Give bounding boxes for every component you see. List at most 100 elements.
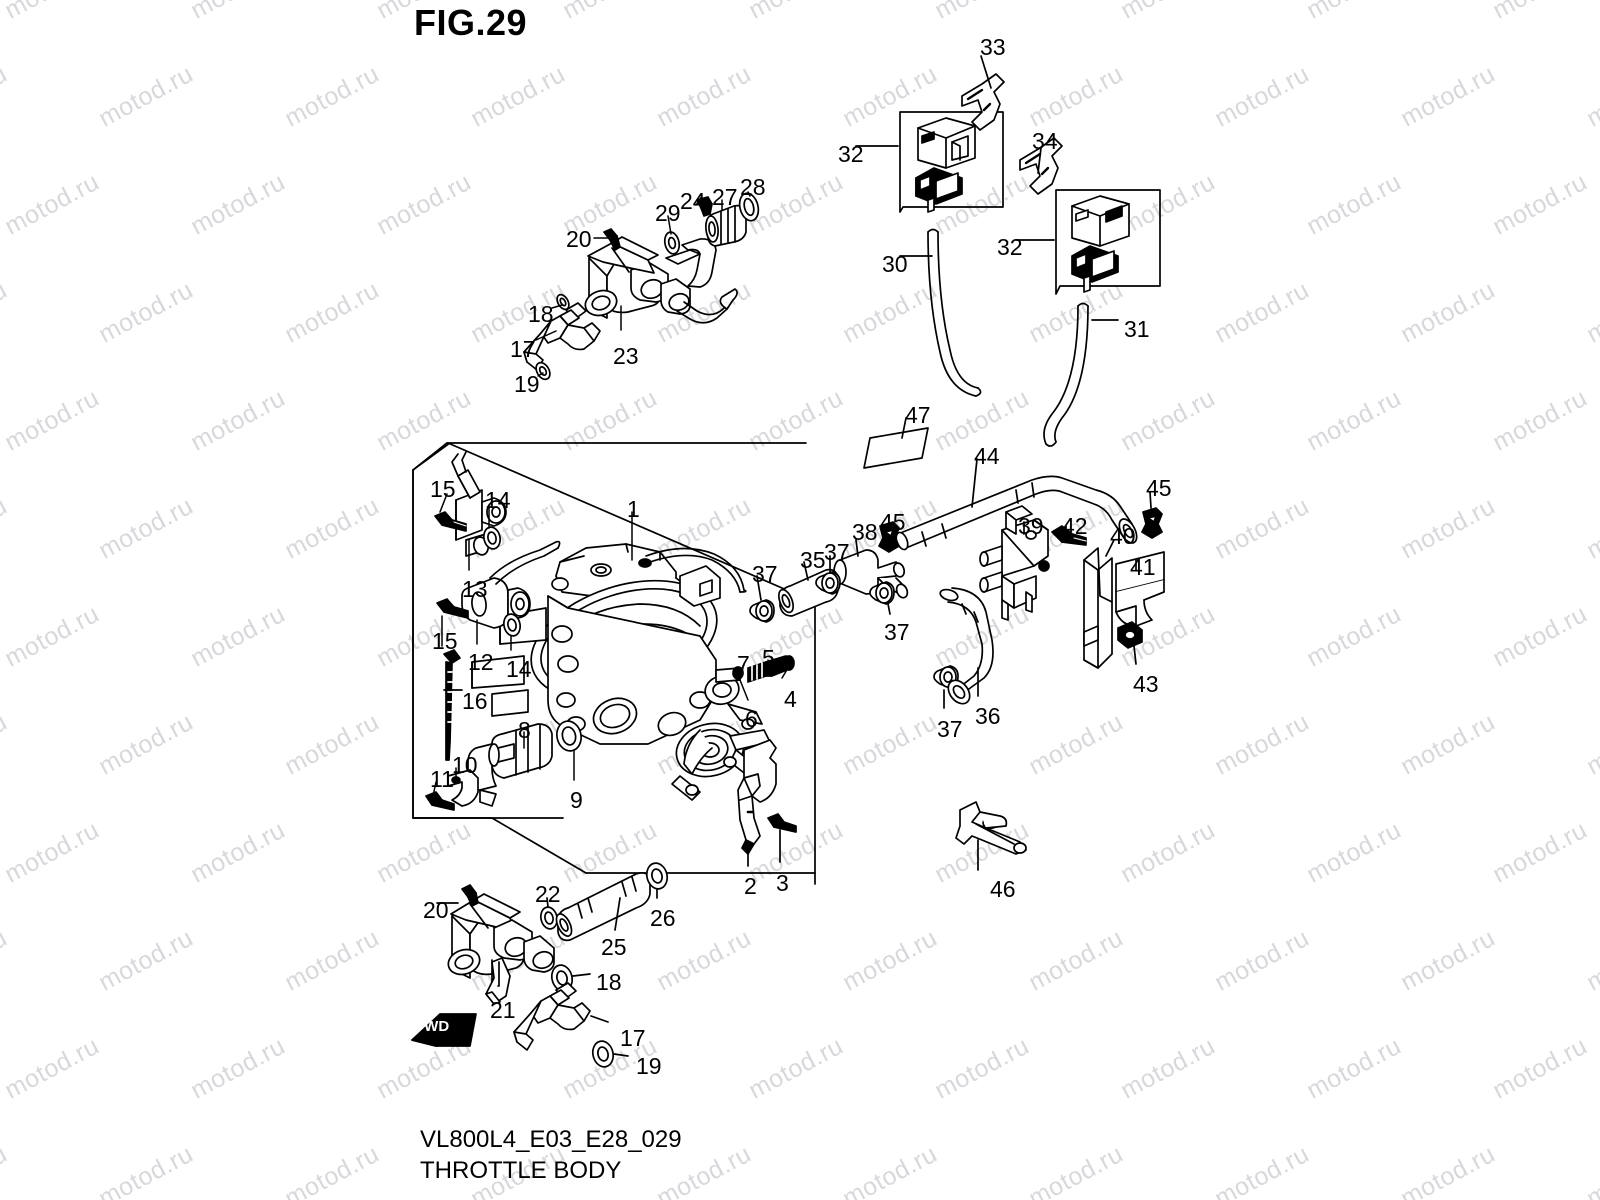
leader-6	[739, 679, 749, 701]
leader-18	[551, 304, 563, 309]
leader-11	[432, 781, 437, 797]
leader-44	[971, 458, 978, 508]
leader-17	[535, 330, 557, 341]
callout-number-40-26: 40	[1110, 523, 1136, 549]
callout-number-14-38: 14	[506, 656, 532, 682]
callout-part-9	[556, 720, 582, 752]
callout-number-35-21: 35	[800, 547, 826, 573]
callout-part-25	[555, 872, 651, 942]
callout-number-42-25: 42	[1062, 513, 1088, 539]
leader-7	[740, 664, 745, 671]
callout-part-40	[1083, 539, 1115, 669]
callout-number-47-15: 47	[905, 402, 931, 428]
leader-4	[781, 667, 789, 679]
callout-number-39-24: 39	[1018, 513, 1044, 539]
callout-part-2	[737, 739, 777, 867]
callout-part-8	[467, 723, 553, 807]
callout-part-43	[1117, 621, 1143, 665]
leader-37-c	[887, 603, 891, 615]
callout-number-38-19: 38	[852, 519, 878, 545]
callout-number-13-34: 13	[462, 576, 488, 602]
group-boundary-outline	[412, 442, 816, 885]
leader-35	[803, 561, 809, 581]
callout-part-37-b	[815, 555, 841, 595]
callout-number-6-43: 6	[745, 706, 758, 732]
callout-number-32-3: 32	[997, 234, 1023, 260]
callout-number-26-53: 26	[650, 905, 676, 931]
leader-22	[546, 897, 549, 908]
callout-part-46	[955, 801, 1027, 871]
callout-part-45-left	[878, 521, 900, 553]
leader-19-lower	[613, 1053, 629, 1057]
callout-number-24-8: 24	[680, 188, 706, 214]
callout-number-34-2: 34	[1032, 128, 1058, 154]
callout-part-17-lower	[513, 982, 609, 1051]
callout-number-21-54: 21	[490, 997, 516, 1023]
sensor-group-right	[1015, 189, 1161, 295]
callout-number-16-39: 16	[462, 688, 488, 714]
callout-number-12-37: 12	[468, 649, 494, 675]
callout-part-24	[696, 196, 713, 217]
leader-15-up	[439, 493, 448, 513]
caption-name: THROTTLE BODY	[420, 1156, 622, 1184]
leader-43	[1133, 645, 1137, 665]
leader-25	[614, 897, 621, 931]
leader-18-lower	[572, 973, 591, 977]
callout-part-19-lower	[591, 1040, 629, 1068]
leader-38	[855, 539, 859, 557]
callout-number-31-5: 31	[1124, 316, 1150, 342]
callout-part-36	[939, 587, 994, 705]
callout-part-15-upper	[434, 511, 467, 532]
callout-number-8-44: 8	[518, 717, 531, 743]
upper-fuel-pipe-assembly	[523, 192, 760, 381]
relay-body	[917, 117, 976, 169]
callout-number-44-16: 44	[974, 443, 1000, 469]
figure-caption: VL800L4_E03_E28_029 THROTTLE BODY	[420, 1125, 682, 1186]
leader-19	[537, 372, 544, 377]
sensor-group-left	[899, 111, 1004, 213]
clip-33	[961, 55, 1005, 131]
leader-lines	[432, 191, 789, 797]
callout-part-29	[663, 231, 681, 255]
hose-31	[1043, 302, 1089, 447]
leader-47	[901, 417, 907, 439]
callout-part-47	[863, 417, 929, 469]
callout-number-28-10: 28	[740, 174, 766, 200]
leader-37-a	[756, 575, 762, 601]
callout-number-45-18: 45	[880, 509, 906, 535]
callout-number-46-31: 46	[990, 876, 1016, 902]
callout-number-45-17: 45	[1146, 475, 1172, 501]
callout-number-18-55: 18	[596, 969, 622, 995]
callout-number-33-0: 33	[980, 34, 1006, 60]
callout-number-2-48: 2	[744, 873, 757, 899]
callout-number-37-23: 37	[884, 619, 910, 645]
leader-28	[747, 191, 751, 197]
connector-body-2	[1071, 245, 1119, 293]
callout-number-3-49: 3	[776, 870, 789, 896]
callout-number-4-42: 4	[784, 686, 797, 712]
page-title: FIG.29	[414, 2, 528, 43]
callout-number-17-56: 17	[620, 1025, 646, 1051]
callout-part-17	[523, 302, 601, 371]
callout-part-42	[1051, 525, 1087, 546]
callout-part-15-lower	[436, 598, 469, 619]
callout-number-22-51: 22	[535, 881, 561, 907]
callout-number-5-41: 5	[762, 645, 775, 671]
callout-part-39	[979, 505, 1050, 621]
callout-number-32-1: 32	[838, 141, 864, 167]
callout-number-41-27: 41	[1130, 554, 1156, 580]
callout-part-37-c	[869, 581, 895, 615]
clip-34	[1019, 137, 1063, 195]
callout-part-28	[738, 192, 760, 222]
callout-number-37-30: 37	[937, 716, 963, 742]
leader-40	[1105, 539, 1115, 557]
callout-part-20-lower	[436, 884, 489, 929]
callout-part-45-right	[1141, 491, 1163, 539]
callout-number-20-6: 20	[566, 226, 592, 252]
callout-number-19-57: 19	[636, 1053, 662, 1079]
callout-number-10-45: 10	[452, 752, 478, 778]
fwd-arrow-marker	[411, 1013, 477, 1047]
connector-body	[915, 167, 963, 213]
